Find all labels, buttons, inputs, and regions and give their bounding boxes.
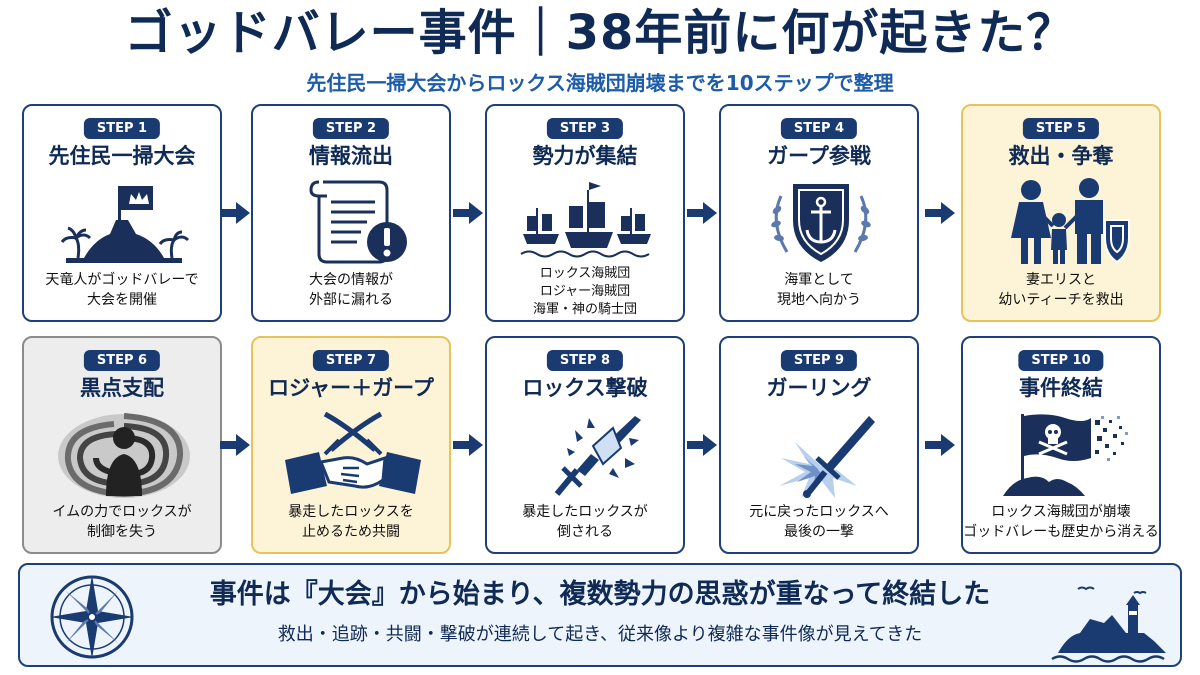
summary-subtext: 救出・追跡・共闘・撃破が連続して起き、従来像より複雑な事件像が見えてきた: [277, 624, 923, 645]
arrow-right-icon: [220, 434, 250, 456]
arrow-right-icon: [925, 434, 955, 456]
crossed-swords-handshake-icon: [283, 408, 423, 500]
step-description: 天竜人がゴッドバレーで 大会を開催: [45, 272, 199, 308]
step-badge: STEP 2: [312, 118, 390, 139]
step-badge: STEP 5: [1022, 118, 1100, 139]
page-title: ゴッドバレー事件｜38年前に何が起きた？: [124, 5, 1076, 61]
step-card-2: STEP 2 情報流出 大会の情報が 外部に漏れる: [251, 104, 451, 322]
step-title: ガープ参戦: [767, 144, 871, 168]
step-description: 元に戻ったロックスへ 最後の一撃: [749, 504, 889, 540]
step-card-1: STEP 1 先住民一掃大会 天竜人がゴッドバレーで 大会を開催: [22, 104, 222, 322]
step-title: 救出・争奪: [1008, 144, 1114, 168]
step-title: 先住民一掃大会: [48, 144, 196, 168]
arrow-right-icon: [453, 434, 483, 456]
arrow-right-icon: [687, 434, 717, 456]
step-badge: STEP 7: [312, 350, 390, 371]
arrow-right-icon: [925, 202, 955, 224]
arrow-right-icon: [453, 202, 483, 224]
step-description: 暴走したロックスが 倒される: [522, 504, 648, 540]
step-description: 暴走したロックスを 止めるため共闘: [288, 504, 414, 540]
step-badge: STEP 6: [83, 350, 161, 371]
step-card-5: STEP 5 救出・争奪 妻エリスと 幼いティーチを救出: [961, 104, 1161, 322]
step-badge: STEP 9: [780, 350, 858, 371]
step-badge: STEP 8: [546, 350, 624, 371]
step-title: 情報流出: [309, 144, 393, 168]
scroll-alert-icon: [283, 176, 423, 268]
step-description: ロックス海賊団 ロジャー海賊団 海軍・神の騎士団: [532, 266, 637, 317]
navy-anchor-shield-icon: [751, 176, 891, 268]
island-flag-icon: [54, 176, 194, 268]
step-title: 黒点支配: [80, 376, 164, 400]
summary-headline: 事件は『大会』から始まり、複数勢力の思惑が重なって終結した: [209, 579, 991, 610]
step-title: ロックス撃破: [522, 376, 648, 400]
step-card-8: STEP 8 ロックス撃破 暴走したロックスが 倒される: [485, 336, 685, 554]
lighthouse-island-icon: [1050, 575, 1174, 663]
family-shield-icon: [993, 176, 1133, 268]
step-card-7: STEP 7 ロジャー＋ガープ 暴走したロックスを 止めるため共闘: [251, 336, 451, 554]
step-card-9: STEP 9 ガーリング 元に戻ったロックスへ 最後の一撃: [719, 336, 919, 554]
step-description: 妻エリスと 幼いティーチを救出: [998, 272, 1124, 308]
step-title: ガーリング: [766, 376, 872, 400]
step-card-10: STEP 10 事件終結 ロックス海賊団が崩壊 ゴッドバレーも: [961, 336, 1161, 554]
sword-strike-icon: [751, 408, 891, 500]
summary-box: 事件は『大会』から始まり、複数勢力の思惑が重なって終結した 救出・追跡・共闘・撃…: [18, 563, 1182, 667]
step-badge: STEP 4: [780, 118, 858, 139]
arrow-right-icon: [220, 202, 250, 224]
dissolving-jolly-roger-icon: [993, 408, 1133, 500]
step-badge: STEP 10: [1018, 350, 1104, 371]
step-title: 勢力が集結: [532, 144, 638, 168]
step-badge: STEP 3: [546, 118, 624, 139]
step-description: ロックス海賊団が崩壊 ゴッドバレーも歴史から消える: [963, 504, 1159, 540]
step-card-4: STEP 4 ガープ参戦 海軍として 現地へ向かう: [719, 104, 919, 322]
step-description: 海軍として 現地へ向かう: [777, 272, 861, 308]
vortex-silhouette-icon: [54, 408, 194, 500]
step-title: 事件終結: [1019, 376, 1103, 400]
step-title: ロジャー＋ガープ: [268, 376, 434, 400]
step-card-3: STEP 3 勢力が集結 ロックス海賊団 ロジャー海賊団 海軍・神の騎士団: [485, 104, 685, 322]
page-subtitle: 先住民一掃大会からロックス海賊団崩壊までを10ステップで整理: [306, 71, 894, 95]
step-badge: STEP 1: [83, 118, 161, 139]
step-description: イムの力でロックスが 制御を失う: [52, 504, 192, 540]
step-card-6: STEP 6 黒点支配 イムの力でロックスが 制御を失う: [22, 336, 222, 554]
arrow-right-icon: [687, 202, 717, 224]
ships-icon: [517, 176, 657, 268]
shattered-sword-icon: [517, 408, 657, 500]
compass-rose-icon: [46, 571, 138, 663]
step-description: 大会の情報が 外部に漏れる: [309, 272, 393, 308]
